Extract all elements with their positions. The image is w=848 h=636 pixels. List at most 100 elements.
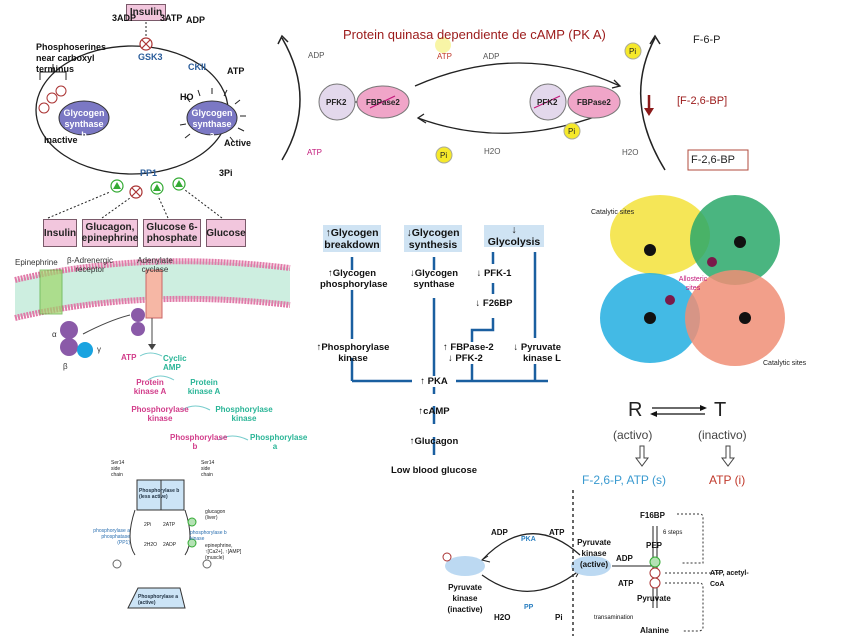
alpha-label: α xyxy=(52,330,57,339)
2adp-label: 2ADP xyxy=(163,542,177,548)
left-atp: ATP xyxy=(307,148,322,157)
pfk1: ↓ PFK-1 xyxy=(476,268,512,279)
phosphorylase-b-box: Phosphorylase b (less active) xyxy=(139,488,180,500)
inhibitors-label: ATP (i) xyxy=(709,473,746,487)
pka: ↑ PKA xyxy=(412,376,456,387)
pka-title: Protein quinasa dependiente de cAMP (PK … xyxy=(343,27,606,42)
pk-pp: PP xyxy=(524,604,534,611)
ho-label: HO xyxy=(180,92,194,102)
glycogen-synthase-cycle xyxy=(35,22,246,219)
phosphorylase-kinase: ↑Phosphorylase kinase xyxy=(316,342,390,364)
label-atp: ATP xyxy=(227,66,245,76)
glucagon: ↑Glucagon xyxy=(409,436,459,447)
catalytic-sites-top: Catalytic sites xyxy=(591,209,635,216)
pfk2: ↓ PFK-2 xyxy=(448,353,483,364)
3pi-label: 3Pi xyxy=(219,168,233,178)
alanine: Alanine xyxy=(640,626,669,635)
pk-adp2: ADP xyxy=(616,554,633,563)
2h2o-label: 2H2O xyxy=(144,542,158,548)
inactivo-label: (inactivo) xyxy=(698,428,747,442)
inactive-label: Inactive xyxy=(44,135,78,145)
t-state: T xyxy=(714,399,727,421)
camp: ↑cAMP xyxy=(418,406,450,417)
low-blood-glucose: Low blood glucose xyxy=(390,465,478,476)
beta-label: β xyxy=(63,362,68,371)
label-adp: ADP xyxy=(186,15,206,25)
pi-right: Pi xyxy=(568,127,576,136)
adenylate-cyclase-label: Adenylate cyclase xyxy=(137,256,173,274)
h2o-right: H2O xyxy=(622,148,639,157)
glycogen-synthase: ↓Glycogen synthase xyxy=(409,268,459,290)
f6p-label: F-6-P xyxy=(693,34,721,46)
rt-arrows xyxy=(635,405,735,467)
label-3adp: 3ADP xyxy=(112,13,137,23)
outcome-glycolysis: ↓ Glycolysis xyxy=(484,224,544,248)
six-steps: 6 steps xyxy=(663,530,683,536)
effector-insulin: Insulin xyxy=(43,219,77,247)
glycogen-synthase-a: Glycogen synthase a xyxy=(191,108,233,140)
phosphorylase-b: Phosphorylase b xyxy=(170,433,228,451)
pyruvate-kinase: ↓ Pyruvate kinase L xyxy=(513,342,561,364)
pfk1-ribbon-structure xyxy=(600,195,785,366)
epinephrine-muscle: epinephrine, ↑[Ca2+], ↑[AMP] (muscle) xyxy=(205,543,242,561)
glycogen-synthase-b: Glycogen synthase b xyxy=(63,108,105,140)
pyruvate: Pyruvate xyxy=(637,594,671,603)
pi-bottom: Pi xyxy=(440,151,448,160)
pfk2-cycle xyxy=(277,34,749,171)
pka-active: Protein kinase A xyxy=(187,378,221,396)
gamma-label: γ xyxy=(97,345,101,354)
receptor-label: β-Adrenergic receptor xyxy=(67,256,113,274)
pk-active: Pyruvate kinase (active) xyxy=(577,538,611,569)
effector-glucose: Glucose xyxy=(206,219,246,247)
glycogen-phosphorylase: ↑Glycogen phosphorylase xyxy=(320,268,388,290)
label-gsk3: GSK3 xyxy=(138,52,163,62)
transamination: transamination xyxy=(594,615,634,621)
pk-atp2: ATP xyxy=(618,579,634,588)
f26bp: ↓ F26BP xyxy=(475,298,513,309)
pk-atp: ATP xyxy=(549,528,565,537)
pp1-label: PP1 xyxy=(140,168,158,178)
label-ckii: CKII xyxy=(188,62,206,72)
phosphorylase-cycle xyxy=(112,479,212,609)
insulin-box: Insulin xyxy=(126,4,166,21)
camp-label: Cyclic AMP xyxy=(163,354,187,372)
phosphorylase-a: Phosphorylase a xyxy=(250,433,308,451)
fbpase2-right: FBPase2 xyxy=(577,98,611,107)
phosphoserines-label: Phosphoserines near carboxyl terminus xyxy=(36,42,107,74)
glucagon-liver: glucagon (liver) xyxy=(205,509,226,521)
phosphatase-label: phosphorylase a phosphatase (PP1) xyxy=(93,528,130,546)
top-atp: ATP xyxy=(437,52,452,61)
activators-label: F-2,6-P, ATP (s) xyxy=(582,473,667,487)
2pi-label: 2Pi xyxy=(144,522,152,528)
pka-inactive: Protein kinase A xyxy=(133,378,167,396)
fbpase2: ↑ FBPase-2 xyxy=(443,342,494,353)
activo-label: (activo) xyxy=(613,428,653,442)
2atp-label: 2ATP xyxy=(163,522,176,528)
membrane-signaling xyxy=(14,258,291,441)
pi-far-right: Pi xyxy=(629,47,637,56)
outcome-glycogen-breakdown: ↑Glycogen breakdown xyxy=(323,225,381,252)
phk-active: Phosphorylase kinase xyxy=(215,405,273,423)
phosphorylase-a-box: Phosphorylase a (active) xyxy=(138,594,179,606)
atp-acetyl-coa: ATP, acetyl-CoA xyxy=(710,570,749,588)
f26bp-concentration: [F-2,6-BP] xyxy=(677,95,728,107)
atp-label: ATP xyxy=(121,353,137,362)
f26bp-box: F-2,6-BP xyxy=(691,154,736,166)
pk-pi: Pi xyxy=(555,613,563,622)
active-label: Active xyxy=(224,138,252,148)
fbpase2-left: FBPase2 xyxy=(366,98,400,107)
pk-adp: ADP xyxy=(491,528,508,537)
pk-h2o: H2O xyxy=(494,613,511,622)
left-adp: ADP xyxy=(308,51,325,60)
effector-g6p: Glucose 6-phosphate xyxy=(143,219,201,247)
label-3atp: 3ATP xyxy=(160,13,183,23)
f16bp: F16BP xyxy=(640,511,665,520)
top-adp: ADP xyxy=(483,52,500,61)
pep: PEP xyxy=(646,541,663,550)
phk-inactive: Phosphorylase kinase xyxy=(131,405,189,423)
kinase-label: phosphorylase b kinase xyxy=(190,530,227,542)
effector-glucagon: Glucagon, epinephrine xyxy=(82,219,138,247)
epinephrine-label: Epinephrine xyxy=(15,258,58,267)
